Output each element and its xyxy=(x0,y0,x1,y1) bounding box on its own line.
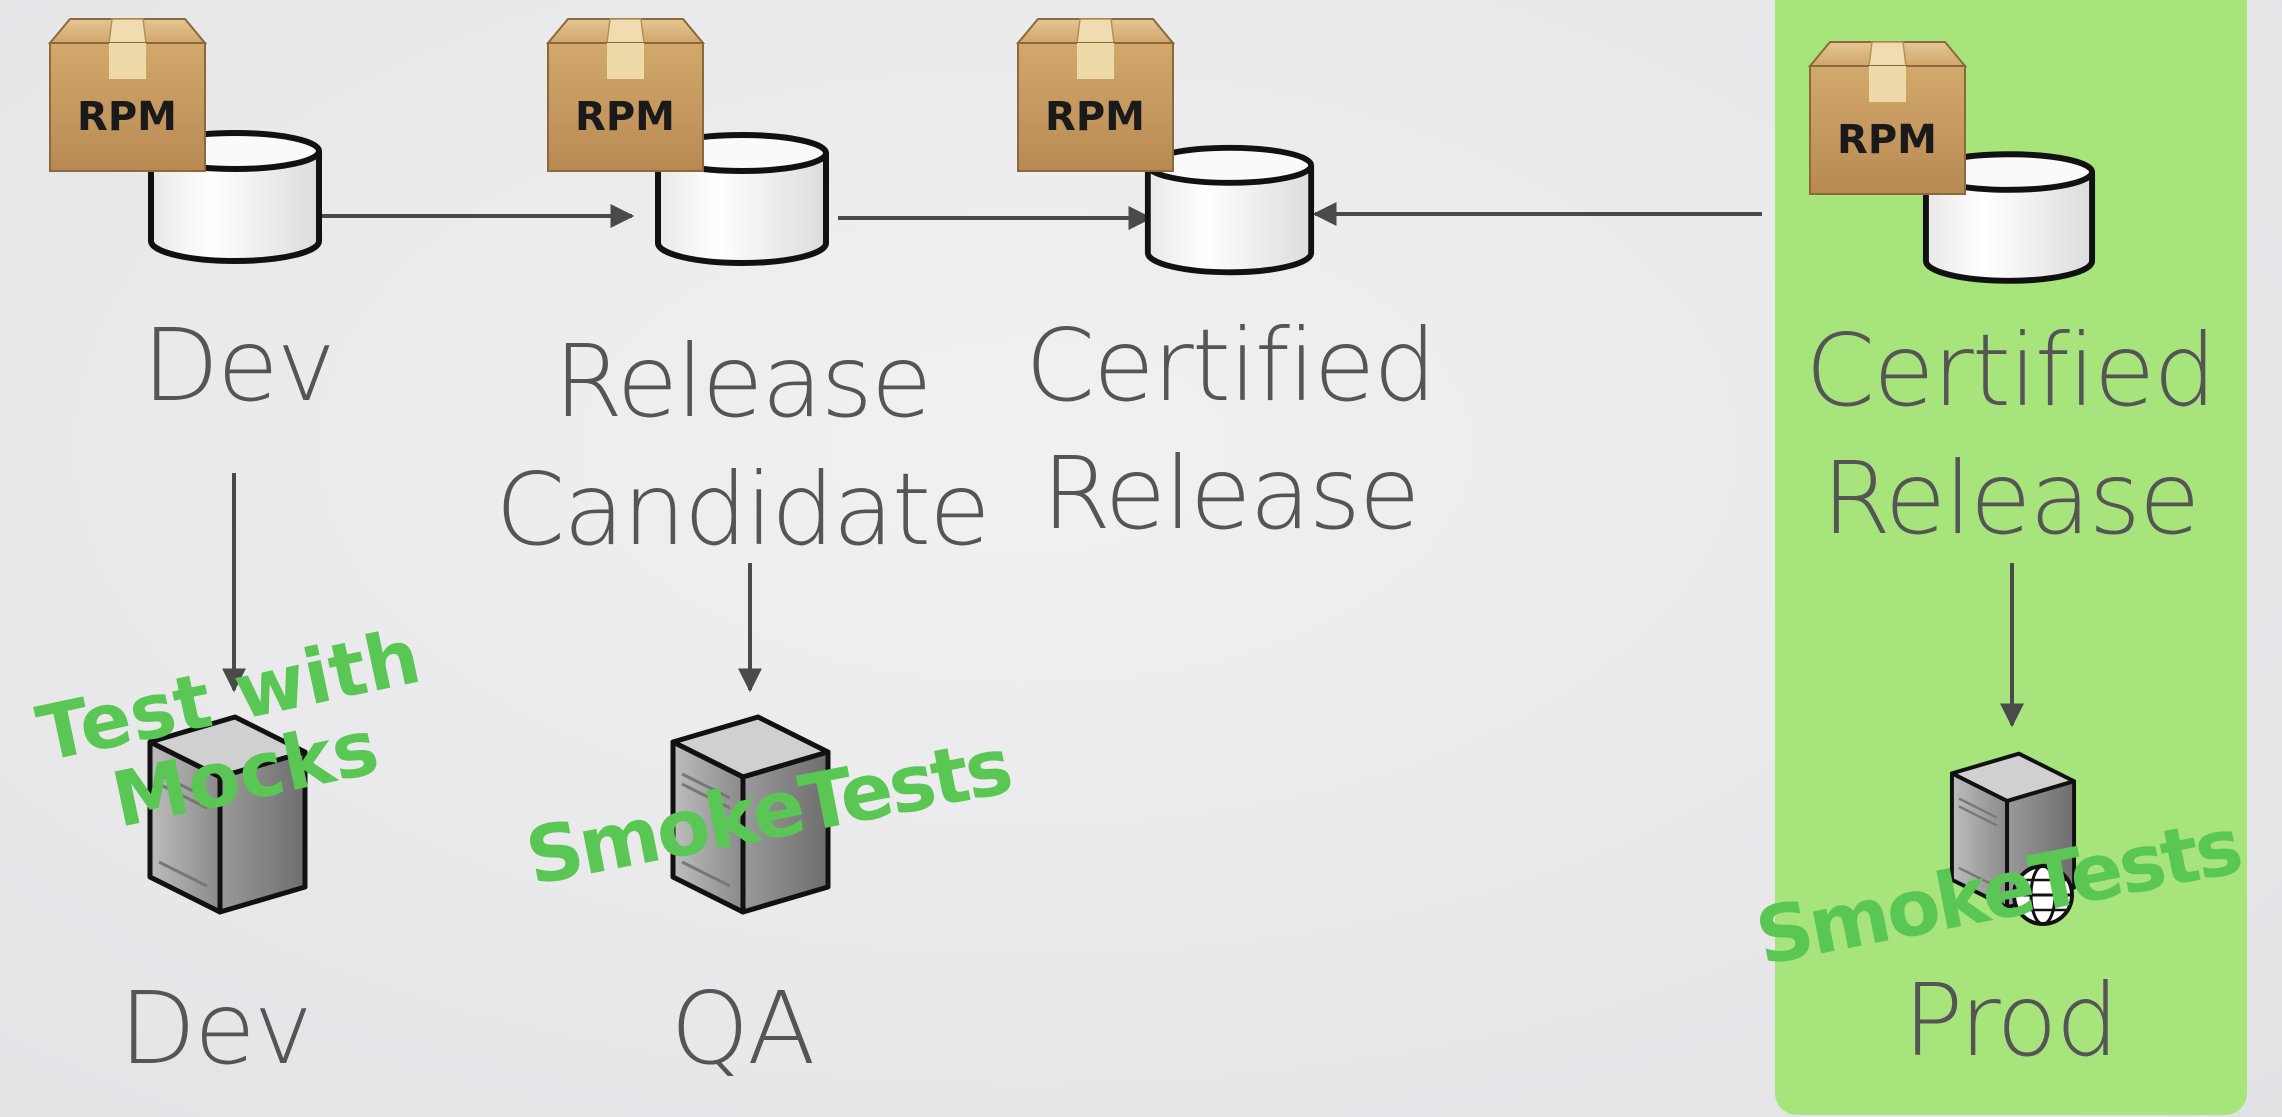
server-label-prod: Prod xyxy=(1902,962,2119,1079)
server-label-qa: QA xyxy=(670,970,815,1087)
rpm-package-icon xyxy=(1809,41,1966,195)
server-label-dev: Dev xyxy=(119,970,313,1087)
prod-server xyxy=(1952,754,2074,926)
prod-repo-label-certified-release: Certified Release xyxy=(1805,312,2216,557)
repo-certified-release xyxy=(1017,18,1311,272)
repo-label-dev: Dev xyxy=(142,307,336,424)
connector-arrows xyxy=(222,202,2024,728)
repo-release-candidate xyxy=(547,18,826,263)
repo-label-release-candidate: Release Candidate xyxy=(495,323,990,568)
globe-icon xyxy=(2012,864,2074,926)
repo-dev xyxy=(49,18,319,261)
rpm-package-icon xyxy=(547,18,704,172)
rpm-package-icon xyxy=(1017,18,1174,172)
rpm-package-icon xyxy=(49,18,206,172)
repo-label-certified-release: Certified Release xyxy=(1025,307,1436,552)
prod-highlight-panel xyxy=(1775,0,2247,1115)
